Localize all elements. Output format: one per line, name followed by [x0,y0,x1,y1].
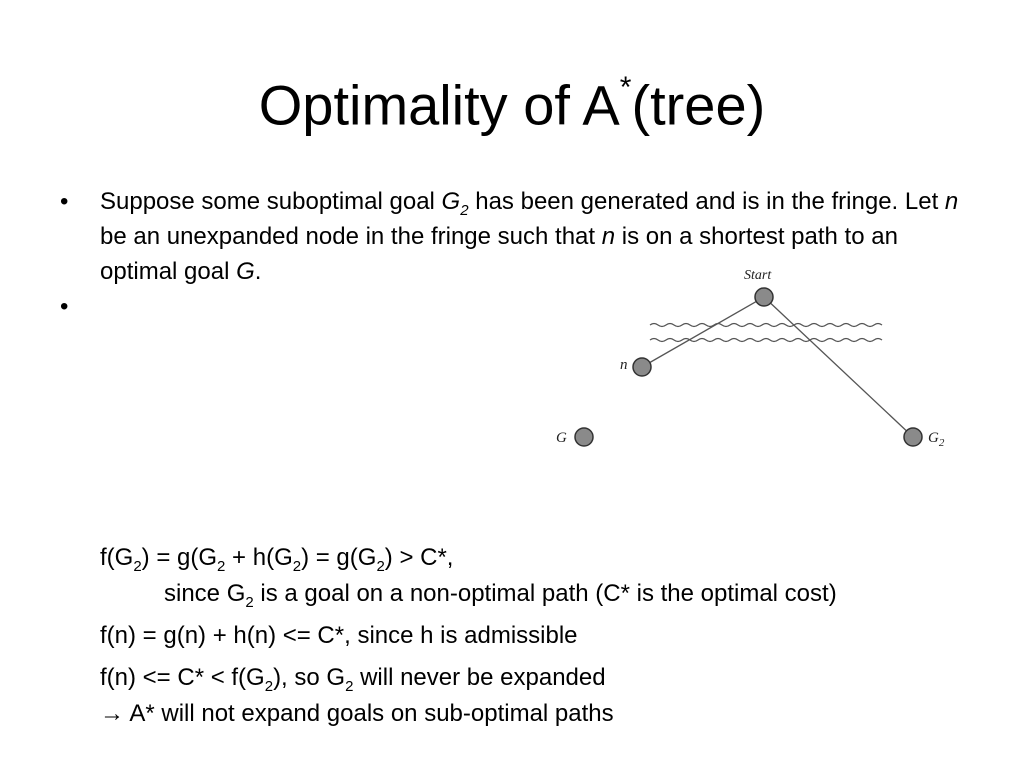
equation-fn: f(n) = g(n) + h(n) <= C*, since h is adm… [100,622,578,649]
title-suffix: (tree) [631,73,766,137]
equation-fg2: f(G2) = g(G2 + h(G2) = g(G2) > C*, [100,544,454,575]
title-superscript: * [619,71,632,104]
label-g2: G2 [928,430,945,449]
node-g [574,427,594,447]
equation-conclusion: f(n) <= C* < f(G2), so G2 will never be … [100,664,606,695]
bullet-symbol: • [60,188,69,215]
bullet-item-empty: • [56,289,976,324]
label-g: G [556,430,567,446]
search-tree-diagram: Start n G G2 [556,268,945,449]
equation-implication: → A* will not expand goals on sub-optima… [100,700,614,727]
fringe-wavy-line-lower [649,337,883,343]
edge-start-n [641,296,765,368]
node-n [632,357,652,377]
slide-title: Optimality of A*(tree) [0,58,1024,144]
node-start [754,287,774,307]
equation-block: f(G2) = g(G2 + h(G2) = g(G2) > C*, since… [100,540,1000,732]
label-start: Start [744,268,772,283]
bullet-list: • Suppose some suboptimal goal G2 has be… [56,184,976,324]
fringe-wavy-line-upper [649,322,883,328]
edge-start-g2 [763,296,914,438]
bullet-item-suboptimal-goal: • Suppose some suboptimal goal G2 has be… [56,184,976,289]
equation-fg2-reason: since G2 is a goal on a non-optimal path… [164,580,837,611]
title-text: Optimality of A [258,73,620,137]
arrow-icon: → [100,700,124,727]
label-n: n [620,357,628,373]
bullet-symbol: • [60,293,69,320]
node-g2 [903,427,923,447]
